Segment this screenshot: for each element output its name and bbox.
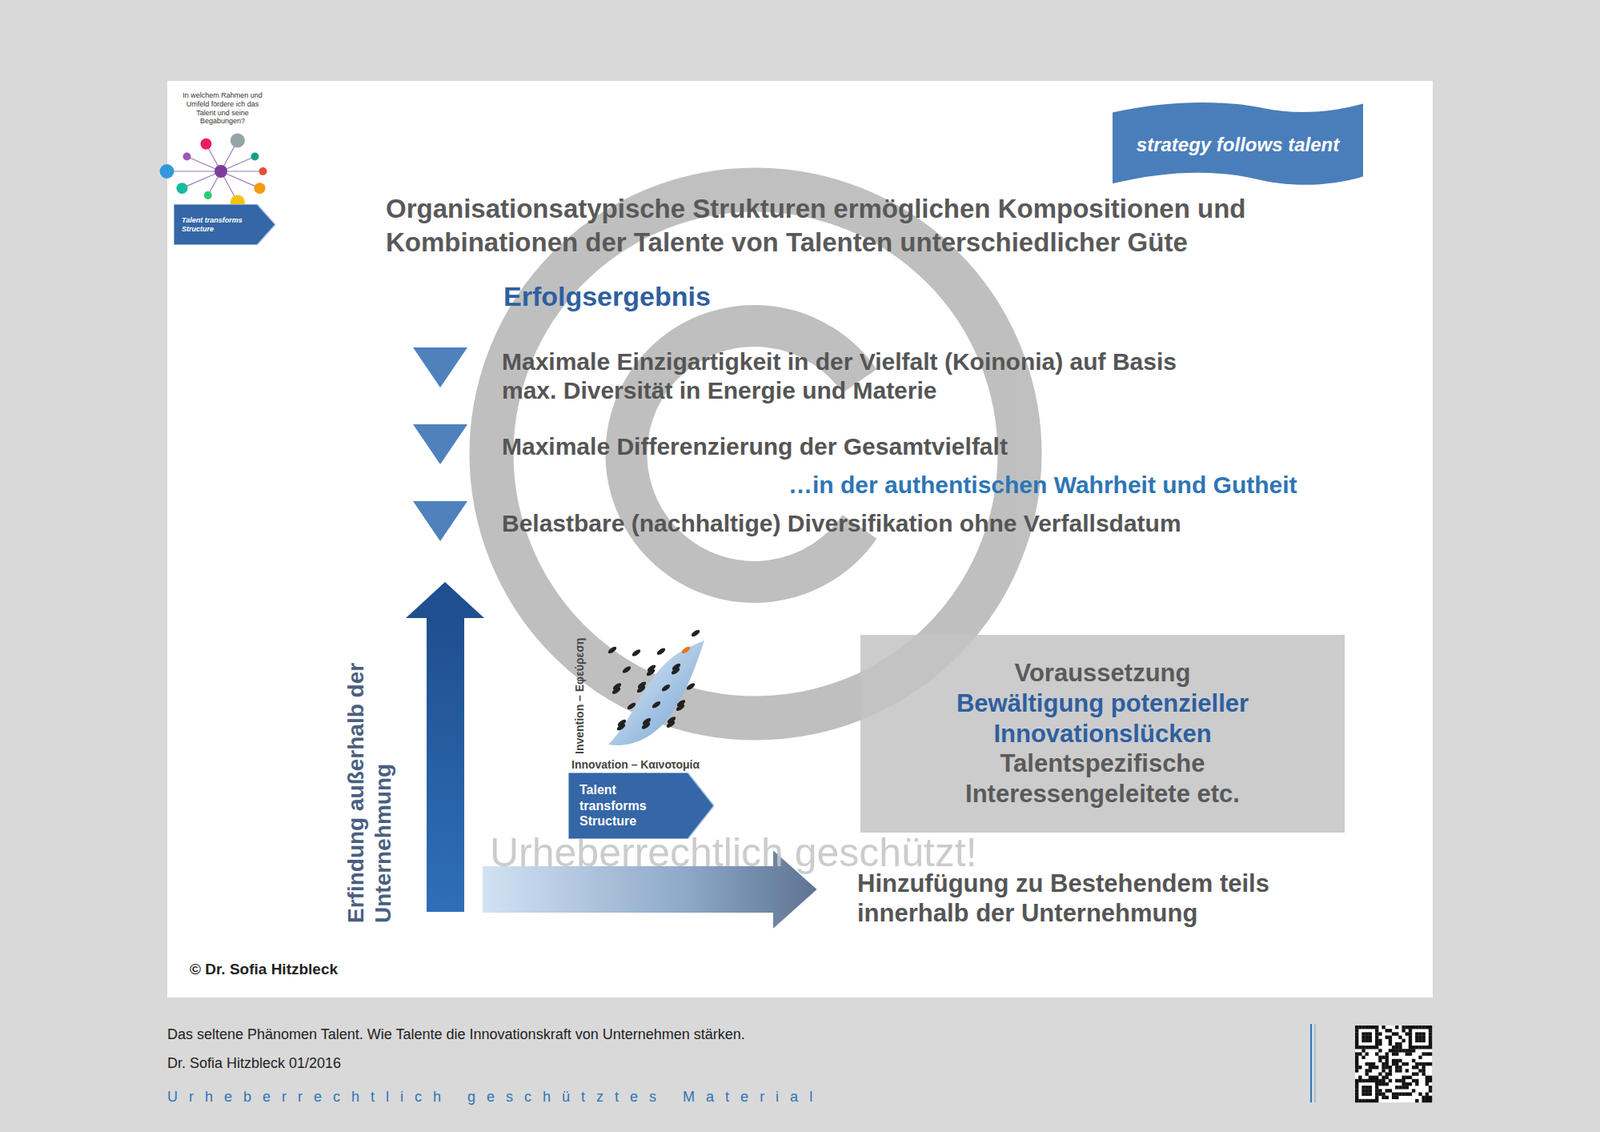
result-item: Belastbare (nachhaltige) Diversifikation… (501, 509, 1182, 538)
condition-box: VoraussetzungBewältigung potenzieller In… (860, 634, 1345, 833)
separator-line (1310, 1023, 1312, 1103)
separator-line (1314, 1023, 1316, 1103)
arrow-box: Talent transforms Structure (173, 204, 276, 245)
illustration-caption: Innovation – Καινοτομία (571, 757, 700, 772)
box-body-text: Talentspezifische Interessengeleitete et… (926, 748, 1280, 810)
copyright-note: © Dr. Sofia Hitzbleck (189, 960, 338, 979)
box-text: Talent transforms Structure (181, 216, 252, 234)
slide-title: Organisationsatypische Strukturen ermögl… (385, 192, 1379, 260)
footer-text: Das seltene Phänomen Talent. Wie Talente… (167, 1026, 746, 1044)
result-note: …in der authentischen Wahrheit und Guthe… (788, 470, 1298, 500)
arrow-box: Talent transforms Structure (568, 772, 714, 839)
illustration-caption: Invention – Εφεύρεση (573, 625, 587, 754)
box-text: Talent transforms Structure (579, 781, 679, 830)
result-note: Hinzufügung zu Bestehendem teils innerha… (857, 868, 1322, 928)
box-body-text: Bewältigung potenzieller Innovationslück… (926, 688, 1280, 750)
result-item: Maximale Differenzierung der Gesamtvielf… (501, 432, 1008, 462)
vertical-axis-label: Erfindung außerhalb der Unternehmung (342, 642, 397, 923)
fish-illustration (606, 628, 705, 746)
section-heading: Erfolgsergebnis (503, 280, 711, 313)
thumbnail-question: In welchem Rahmen und Umfeld fördere ich… (177, 91, 268, 126)
footer-text: Dr. Sofia Hitzbleck 01/2016 (167, 1054, 341, 1073)
box-text: Voraussetzung (1014, 657, 1191, 689)
qr-code (1355, 1025, 1432, 1103)
box-text: strategy follows talent (1136, 132, 1340, 157)
content-panel (167, 80, 1433, 998)
banner: strategy follows talent (1112, 100, 1364, 189)
network-icon (160, 132, 268, 209)
qr-code-ground (1355, 1025, 1432, 1103)
up-arrow (405, 581, 485, 912)
bullet-triangles (413, 347, 468, 542)
footer-text: Urheberrechtlich geschütztes Material (167, 1088, 824, 1107)
result-item: Maximale Einzigartigkeit in der Vielfalt… (501, 347, 1223, 406)
